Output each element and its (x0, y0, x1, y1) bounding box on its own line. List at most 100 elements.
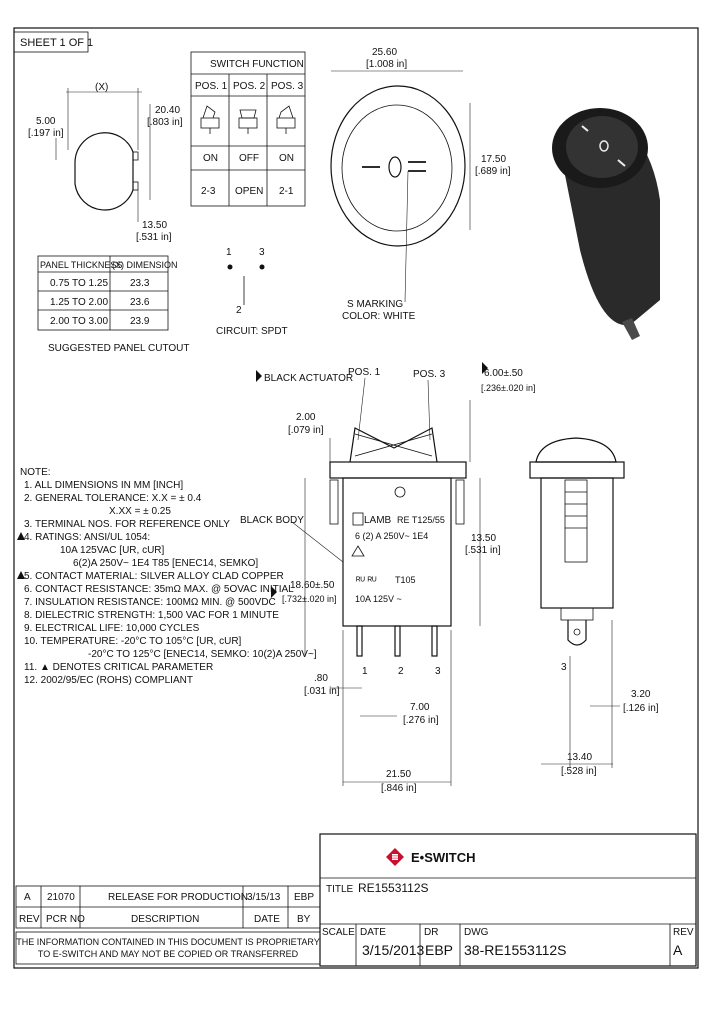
date-header: DATE (254, 914, 280, 925)
front-flange (329, 461, 467, 479)
circuit-pin1: 1 (226, 247, 232, 258)
note-line: 10. TEMPERATURE: -20°C TO 105°C [UR, cUR… (24, 636, 242, 647)
circuit-pin3: 3 (259, 247, 265, 258)
dim-200: 2.00 (296, 412, 316, 423)
dim-2560-in: [1.008 in] (366, 59, 407, 70)
dim-1350-front-in: [.531 in] (465, 545, 501, 556)
sf-circuit1: 2-3 (201, 186, 216, 197)
side-actuator (535, 437, 617, 463)
title-block: E•SWITCH TITLE RE1553112S SCALE DATE 3/1… (319, 833, 697, 967)
desc-header: DESCRIPTION (131, 914, 199, 925)
cutout-tab-top (132, 151, 139, 161)
lamb-logo-icon (352, 512, 364, 526)
dim-1750: 17.50 (481, 154, 506, 165)
table-header-thickness: PANEL THICKNESS (40, 260, 122, 270)
marking-line2: COLOR: WHITE (342, 311, 416, 322)
table-header-dimension: (X) DIMENSION (112, 260, 178, 270)
side-terminal-label: 3 (561, 662, 567, 673)
note-line: X.XX = ± 0.25 (109, 506, 171, 517)
note-line: 8. DIELECTRIC STRENGTH: 1,500 VAC FOR 1 … (24, 610, 279, 621)
sf-title: SWITCH FUNCTION (210, 59, 304, 70)
dim-2040: 20.40 (155, 105, 180, 116)
table-cell: 0.75 TO 1.25 (50, 278, 108, 289)
note-line: 1. ALL DIMENSIONS IN MM [INCH] (24, 480, 183, 491)
terminal-3d (622, 318, 640, 340)
table-cell: 23.3 (130, 278, 150, 289)
side-view-drawing: 3 3.20 [.126 in] 13.40 [.528 in] (529, 437, 659, 777)
label-pos1: POS. 1 (348, 367, 381, 378)
note-line: NOTE: (20, 467, 51, 478)
front-view-drawing: BLACK ACTUATOR POS. 1 POS. 3 6.00±.50 [.… (240, 362, 535, 794)
sf-state1: ON (203, 153, 218, 164)
side-terminal-hole (573, 628, 581, 636)
top-mark-circle (388, 156, 402, 178)
desc-cell: RELEASE FOR PRODUCTION (108, 892, 248, 903)
dim-2040-in: [.803 in] (147, 117, 183, 128)
dim-1750-in: [.689 in] (475, 166, 511, 177)
body-print-brand: LAMB (364, 515, 392, 526)
revision-block: A 21070 RELEASE FOR PRODUCTION 3/15/13 E… (15, 885, 321, 965)
table-cell: 23.6 (130, 297, 150, 308)
eswitch-logo: E•SWITCH (386, 848, 476, 866)
marking-leader (404, 170, 409, 303)
table-cell: 23.9 (130, 316, 150, 327)
sheet-label: SHEET 1 OF 1 (20, 37, 93, 49)
actuator-ghost-2 (354, 433, 433, 457)
body-print-temp: T105 (395, 575, 416, 585)
note-line: 6(2)A 250V~ 1E4 T85 [ENEC14, SEMKO] (73, 558, 258, 569)
panel-cutout-drawing: (X) 5.00 [.197 in] 20.40 [.803 in] 13.50… (28, 82, 183, 243)
snap-left (329, 479, 339, 525)
dim-700-in: [.276 in] (403, 715, 439, 726)
cert-triangle-icon (351, 545, 365, 557)
rocker-pos1-icon (200, 105, 220, 134)
cutout-outline (74, 132, 134, 211)
dim-500-in: [.197 in] (28, 128, 64, 139)
dim-2150-in: [.846 in] (381, 783, 417, 794)
circuit-dot-3 (259, 264, 265, 270)
top-actuator (341, 104, 453, 232)
dim-1340-in: [.528 in] (561, 766, 597, 777)
switch-function-table: SWITCH FUNCTION POS. 1 POS. 2 POS. 3 ON … (190, 51, 306, 207)
note-line: 10A 125VAC [UR, cUR] (60, 545, 165, 556)
label-pos3: POS. 3 (413, 369, 446, 380)
dim-1340: 13.40 (567, 752, 592, 763)
dim-200-in: [.079 in] (288, 425, 324, 436)
switch-actuator-3d (566, 116, 638, 178)
side-base (560, 607, 594, 621)
date-value: 3/15/2013 (362, 942, 424, 958)
side-rib (564, 479, 588, 563)
critical-parameter-icon (17, 571, 25, 579)
circuit-dot-1 (227, 264, 233, 270)
dim-600-in: [.236±.020 in] (481, 383, 535, 393)
note-line: 2. GENERAL TOLERANCE: X.X = ± 0.4 (24, 493, 202, 504)
side-body (540, 477, 614, 609)
note-line: 11. ▲ DENOTES CRITICAL PARAMETER (24, 662, 213, 673)
sf-circuit2: OPEN (235, 186, 263, 197)
mark-eq-3d (617, 159, 626, 167)
dim-080: .80 (314, 673, 328, 684)
title-value: RE1553112S (358, 881, 429, 895)
dwg-label: DWG (464, 927, 489, 938)
circuit-pin2: 2 (236, 305, 242, 316)
critical-parameter-icon (17, 532, 25, 540)
rocker-pos2-icon (238, 109, 258, 134)
dim-2560: 25.60 (372, 47, 397, 58)
dim-2150: 21.50 (386, 769, 411, 780)
ul-mark-icon: ᴿᵁ ᴿᵁ (356, 576, 377, 587)
dim-1860-in: [.732±.020 in] (282, 594, 336, 604)
body-print-ul: 10A 125V ~ (355, 594, 402, 604)
note-line: 4. RATINGS: ANSI/UL 1054: (24, 532, 150, 543)
pos3-leader (427, 379, 431, 441)
note-line: 3. TERMINAL NOS. FOR REFERENCE ONLY (24, 519, 230, 530)
terminal-label-1: 1 (362, 666, 368, 677)
mark-circle-3d (599, 140, 609, 152)
terminal-2 (394, 625, 401, 657)
date-label: DATE (360, 927, 386, 938)
snap-right (455, 479, 465, 525)
cutout-tab-bottom (132, 181, 139, 191)
dim-1860: 18.60±.50 (290, 580, 335, 591)
dim-1350-cut-in: [.531 in] (136, 232, 172, 243)
brand-name: E•SWITCH (411, 850, 476, 865)
sf-frame (190, 51, 306, 207)
